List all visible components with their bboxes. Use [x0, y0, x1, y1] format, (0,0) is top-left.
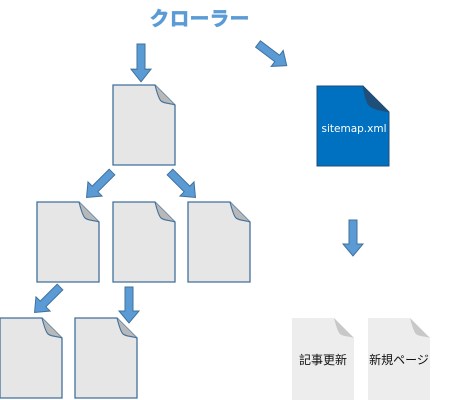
arrow-root-to-a [78, 164, 120, 206]
arrow-crawler-to-root [130, 43, 152, 83]
document-new-page [368, 318, 430, 400]
document-article-update [292, 318, 354, 400]
arrow-a-to-level3a [26, 279, 68, 321]
arrow-b-to-level3b [118, 286, 140, 324]
page-level2-a [36, 201, 100, 283]
sitemap-file-icon [316, 85, 390, 167]
page-level3-b [74, 317, 138, 399]
arrow-sitemap-to-documents [342, 219, 364, 257]
document-label-new-page: 新規ページ [369, 353, 429, 367]
page-root [112, 84, 176, 166]
crawler-label: クローラー [149, 8, 250, 31]
page-level2-b [112, 201, 176, 283]
page-level2-c [187, 201, 251, 283]
document-label-article-update: 記事更新 [298, 353, 347, 367]
arrow-crawler-to-sitemap [251, 35, 294, 75]
arrow-root-to-c [162, 164, 204, 206]
sitemap-filename-label: sitemap.xml [321, 123, 387, 135]
page-level3-a [0, 317, 63, 399]
